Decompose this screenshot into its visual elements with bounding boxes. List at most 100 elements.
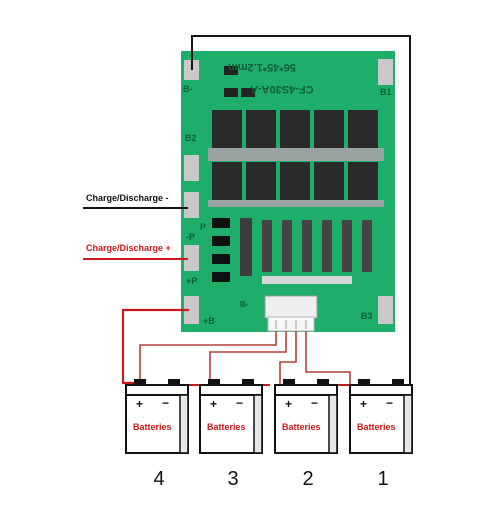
battery-plus-sign: +	[285, 397, 293, 411]
board-model-text: CF-4S30A-A	[250, 83, 314, 95]
battery-number: 1	[377, 468, 389, 490]
battery-side	[179, 394, 189, 454]
pad-p-minus	[184, 192, 199, 218]
pad-label-p-minus: -P	[186, 232, 195, 242]
battery-number: 4	[153, 468, 165, 490]
battery-label: Batteries	[207, 422, 246, 432]
mosfet	[348, 110, 378, 148]
battery-terminal-minus	[168, 379, 180, 385]
bus-strip	[208, 148, 384, 161]
pad-label-b-plus: +B	[203, 316, 215, 326]
component-column	[322, 220, 332, 272]
board-dimensions-text: 56*45*1.2mm	[228, 61, 296, 73]
component-grid	[212, 218, 372, 284]
battery-number: 3	[227, 468, 239, 490]
pad-label-p: P	[200, 222, 207, 232]
pad-label-p-plus: +P	[186, 276, 198, 286]
balance-wire-1	[305, 331, 368, 386]
batteries	[125, 379, 413, 454]
pad-p-plus	[184, 245, 199, 271]
battery-3	[199, 379, 263, 454]
balance-wire-2	[279, 331, 297, 386]
battery-1	[349, 379, 413, 454]
battery-terminal-plus	[208, 379, 220, 385]
battery-body	[349, 394, 413, 454]
mosfet	[280, 162, 310, 200]
pad-b-plus	[184, 296, 199, 324]
pad-label-b-minus-bottom: B-	[240, 300, 249, 309]
component-column	[262, 220, 272, 272]
battery-side	[253, 394, 263, 454]
mosfet	[212, 162, 242, 200]
ic	[212, 272, 230, 282]
label-discharge-minus: Charge/Discharge -	[86, 193, 169, 203]
battery-side	[403, 394, 413, 454]
ic	[212, 254, 230, 264]
battery-plus-sign: +	[210, 397, 218, 411]
battery-body	[199, 394, 263, 454]
wire-b-plus	[121, 308, 189, 385]
mosfet	[348, 162, 378, 200]
battery-plus-sign: +	[360, 397, 368, 411]
pad-b1	[378, 59, 393, 85]
resistor	[241, 88, 255, 97]
battery-top	[349, 384, 413, 396]
battery-top	[125, 384, 189, 396]
mosfet	[280, 110, 310, 148]
ic	[212, 218, 230, 228]
mosfet-row-bottom	[212, 162, 378, 200]
battery-label: Batteries	[133, 422, 172, 432]
battery-minus-sign: −	[311, 396, 319, 410]
battery-minus-sign: −	[236, 396, 244, 410]
battery-top	[199, 384, 263, 396]
pad-b3	[378, 296, 393, 324]
battery-minus-sign: −	[386, 396, 394, 410]
mosfet-row-top	[212, 110, 378, 148]
battery-number: 2	[302, 468, 314, 490]
battery-top	[274, 384, 338, 396]
battery-terminal-minus	[242, 379, 254, 385]
mosfet	[314, 110, 344, 148]
balance-connector-body	[264, 295, 318, 319]
balance-wire-4	[139, 331, 277, 386]
battery-body	[125, 394, 189, 454]
balance-plug	[267, 316, 315, 332]
mosfet	[314, 162, 344, 200]
bus-strip	[208, 200, 384, 207]
pad-label-b3: B3	[361, 311, 373, 321]
battery-label: Batteries	[282, 422, 321, 432]
ic	[212, 236, 230, 246]
component-column	[282, 220, 292, 272]
pad-label-b2: B2	[185, 133, 197, 143]
component-column	[302, 220, 312, 272]
battery-side	[328, 394, 338, 454]
battery-minus-sign: −	[162, 396, 170, 410]
battery-body	[274, 394, 338, 454]
mosfet	[246, 162, 276, 200]
pad-label-b1: B1	[380, 87, 392, 97]
pad-b2	[184, 155, 199, 181]
ic	[240, 218, 252, 276]
battery-terminal-plus	[134, 379, 146, 385]
resistor	[224, 66, 238, 75]
battery-terminal-plus	[358, 379, 370, 385]
battery-label: Batteries	[357, 422, 396, 432]
component-column	[362, 220, 372, 272]
battery-2	[274, 379, 338, 454]
battery-4	[125, 379, 189, 454]
pcb-board	[181, 51, 395, 332]
battery-plus-sign: +	[136, 397, 144, 411]
battery-terminal-minus	[392, 379, 404, 385]
component-strip	[262, 276, 352, 284]
pad-label-b-minus: B-	[183, 84, 193, 94]
battery-terminal-plus	[283, 379, 295, 385]
resistor	[224, 88, 238, 97]
mosfet	[246, 110, 276, 148]
battery-terminal-minus	[317, 379, 329, 385]
label-discharge-plus: Charge/Discharge +	[86, 243, 171, 253]
mosfet	[212, 110, 242, 148]
balance-wire-3	[209, 331, 287, 386]
component-column	[342, 220, 352, 272]
